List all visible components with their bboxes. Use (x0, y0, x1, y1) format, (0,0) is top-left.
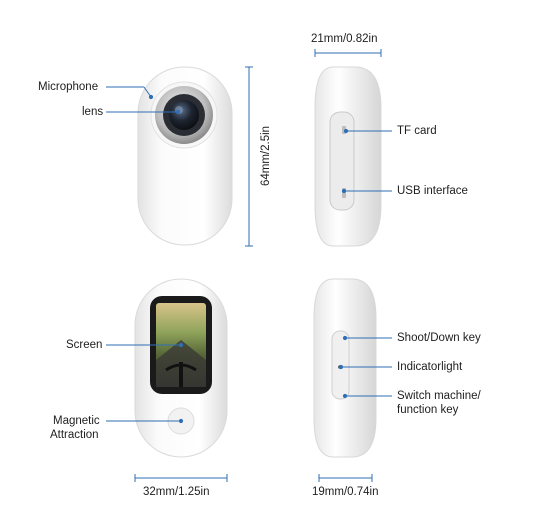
dimension-height: 64mm/2.5in (260, 125, 272, 187)
camera-back-view (134, 278, 228, 458)
callout-lines (106, 86, 392, 424)
screen-label: Screen (66, 339, 103, 351)
magnetic-label-line2: Attraction (50, 429, 99, 441)
magnetic-label: Magnetic Attraction (50, 414, 100, 442)
switch-label-line1: Switch machine/ (397, 390, 481, 402)
camera-side-view (314, 66, 382, 247)
usb-interface-label: USB interface (397, 185, 468, 197)
switch-label-line2: function key (397, 404, 459, 416)
shoot-down-key-label: Shoot/Down key (397, 332, 481, 344)
switch-machine-label: Switch machine/ function key (397, 389, 481, 417)
camera-front-view (137, 66, 233, 246)
magnetic-label-line1: Magnetic (53, 415, 100, 427)
lens-label: lens (82, 106, 104, 118)
camera-side-view-keys (313, 278, 377, 458)
tf-card-label: TF card (397, 125, 437, 137)
dimension-width-side: 21mm/0.82in (311, 33, 378, 45)
dimension-width-front: 32mm/1.25in (143, 486, 210, 498)
dimension-lines (134, 49, 382, 482)
dimension-width-side-bottom: 19mm/0.74in (312, 486, 379, 498)
indicator-light-label: Indicatorlight (397, 361, 463, 373)
microphone-label: Microphone (38, 81, 99, 93)
